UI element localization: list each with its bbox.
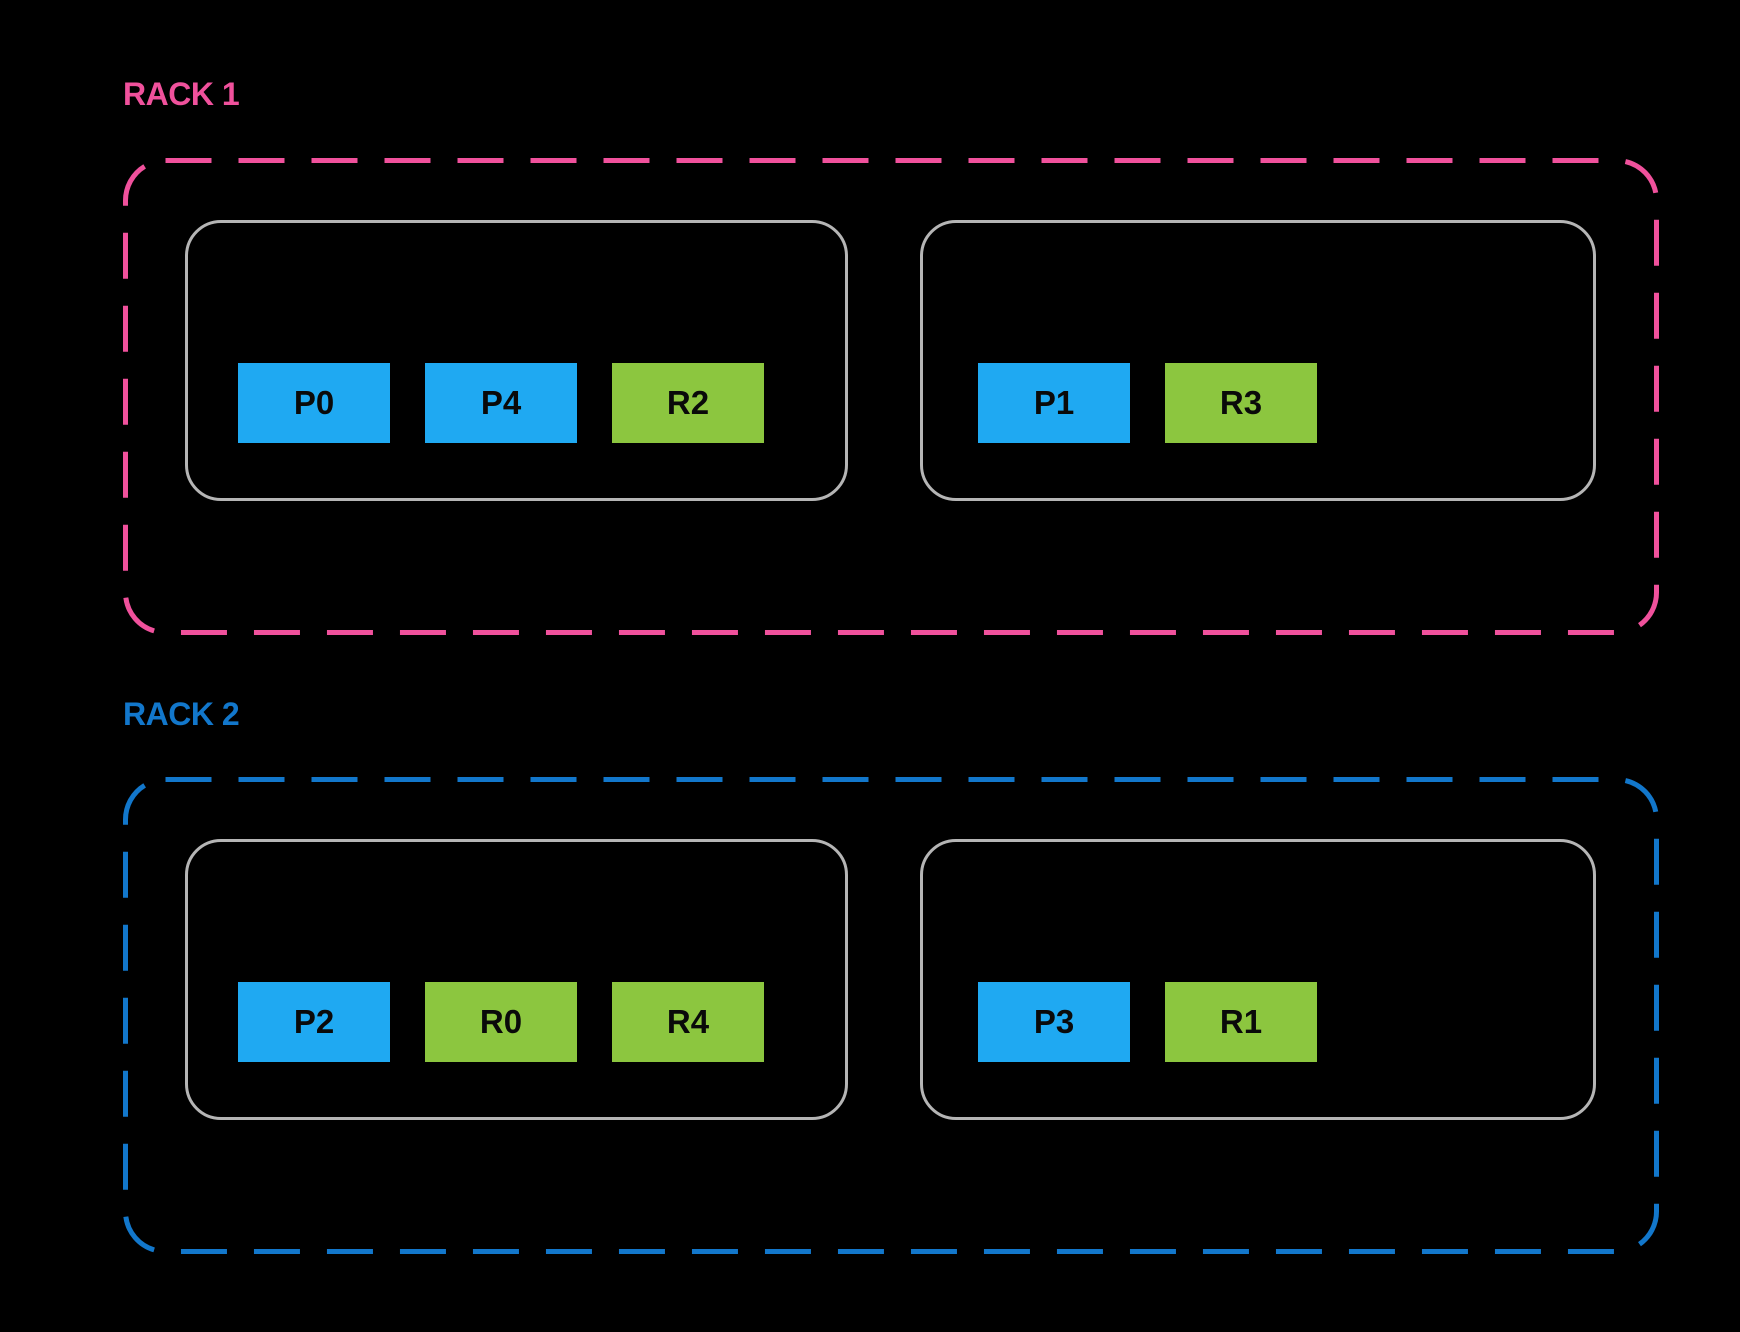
block-r1: R1 xyxy=(1165,982,1317,1062)
rack-1-label: RACK 1 xyxy=(123,76,240,112)
block-r3: R3 xyxy=(1165,363,1317,443)
block-r4: R4 xyxy=(612,982,764,1062)
block-r0: R0 xyxy=(425,982,577,1062)
rack-1-dashed-rect xyxy=(123,158,1659,635)
rack-2-dashed-border xyxy=(123,777,1659,1254)
rack-2-label: RACK 2 xyxy=(123,696,240,732)
rack-1-container: P0 P4 R2 P1 R3 xyxy=(123,158,1659,635)
block-r2: R2 xyxy=(612,363,764,443)
block-p2: P2 xyxy=(238,982,390,1062)
rack-2-node-2: P3 R1 xyxy=(920,839,1596,1120)
block-p4: P4 xyxy=(425,363,577,443)
rack-1-node-1: P0 P4 R2 xyxy=(185,220,848,501)
block-p1: P1 xyxy=(978,363,1130,443)
rack-2-container: P2 R0 R4 P3 R1 xyxy=(123,777,1659,1254)
rack-2-dashed-rect xyxy=(123,777,1659,1254)
block-p0: P0 xyxy=(238,363,390,443)
block-p3: P3 xyxy=(978,982,1130,1062)
rack-1-dashed-border xyxy=(123,158,1659,635)
rack-1-node-2: P1 R3 xyxy=(920,220,1596,501)
rack-2-node-1: P2 R0 R4 xyxy=(185,839,848,1120)
